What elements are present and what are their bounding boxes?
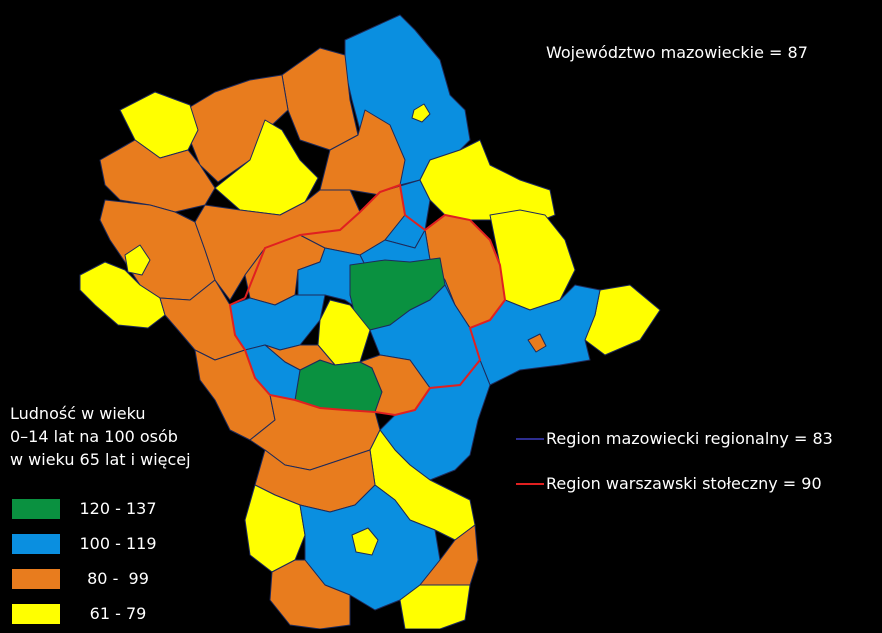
legend-label: 100 - 119 xyxy=(79,534,157,553)
legend-swatch xyxy=(12,499,60,519)
legend-title: Ludność w wieku 0–14 lat na 100 osób w w… xyxy=(10,402,191,471)
district-siedlce xyxy=(469,284,601,386)
district-plock-north xyxy=(99,139,216,213)
boundary-label-warsaw: Region warszawski stołeczny = 90 xyxy=(546,474,822,493)
district-siedlce-city xyxy=(527,333,547,353)
voivodeship-value: Województwo mazowieckie = 87 xyxy=(546,43,808,62)
district-ostroleka-city xyxy=(411,103,431,123)
legend-label: 120 - 137 xyxy=(79,499,157,518)
legend-swatch xyxy=(12,534,60,554)
legend-item-orange: 80 - 99 xyxy=(12,569,212,589)
district-lipsko xyxy=(399,584,471,630)
legend-title-line-3: w wieku 65 lat i więcej xyxy=(10,450,191,469)
legend-title-line-1: Ludność w wieku xyxy=(10,404,146,423)
boundary-label-regional: Region mazowiecki regionalny = 83 xyxy=(546,429,833,448)
legend-swatch xyxy=(12,569,60,589)
legend-swatch xyxy=(12,604,60,624)
district-szydlowiec xyxy=(269,559,351,630)
legend-label: 61 - 79 xyxy=(89,604,147,623)
legend-item-blue: 100 - 119 xyxy=(12,534,212,554)
warsaw-region-boundary xyxy=(228,183,507,417)
district-ciechanow xyxy=(214,119,319,216)
legend-item-green: 120 - 137 xyxy=(12,499,212,519)
boundary-key-warsaw xyxy=(516,483,544,485)
legend-item-yellow: 61 - 79 xyxy=(12,604,212,624)
district-plock-city xyxy=(124,244,151,276)
district-warszawski-zachodni xyxy=(229,294,326,351)
legend-title-line-2: 0–14 lat na 100 osób xyxy=(10,427,178,446)
boundary-key-regional xyxy=(516,438,544,440)
legend-label: 80 - 99 xyxy=(87,569,149,588)
district-radom-city xyxy=(351,527,379,556)
